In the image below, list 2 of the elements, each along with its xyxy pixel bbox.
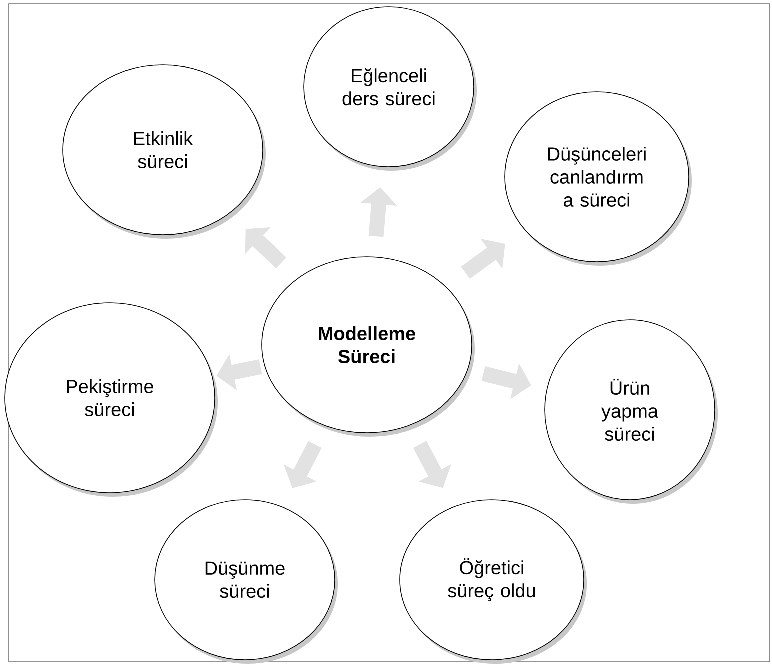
block-arrow [245, 228, 287, 269]
block-arrow [461, 239, 506, 280]
